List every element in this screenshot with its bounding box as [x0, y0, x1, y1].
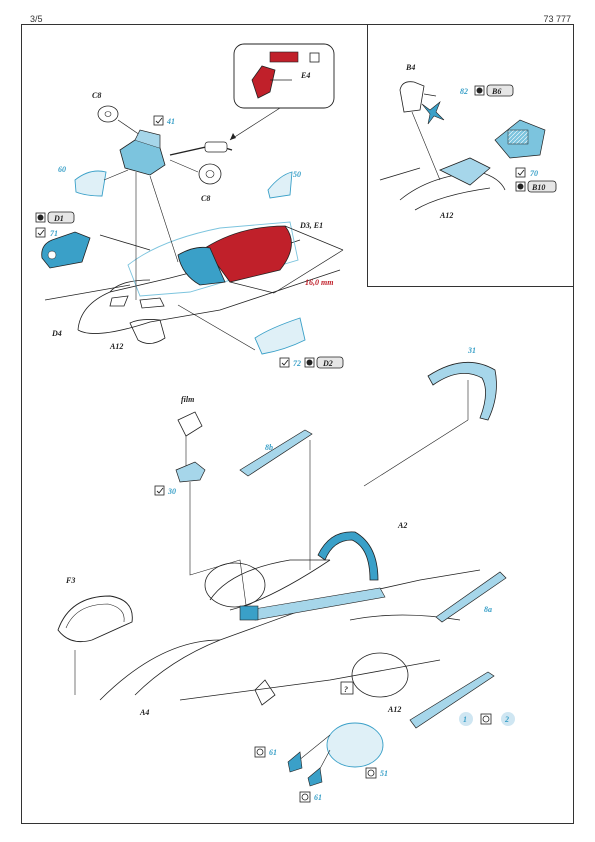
part-82 — [421, 101, 445, 125]
check-icon — [279, 357, 290, 368]
washer-c8-top — [97, 105, 119, 123]
instruction-frame — [21, 24, 574, 824]
label-2: 2 — [504, 715, 509, 724]
side-panel-part — [409, 671, 495, 729]
label-71: 71 — [50, 229, 58, 238]
part-8b — [239, 429, 313, 477]
label-b4: B4 — [405, 63, 415, 72]
blue-panel — [239, 605, 259, 621]
dimension-line — [229, 225, 344, 294]
canopy-frame-outline — [127, 221, 299, 297]
dimension-label: 16,0 mm — [305, 278, 333, 287]
label-a2: A2 — [397, 521, 407, 530]
product-code: 73 777 — [543, 14, 571, 24]
label-30: 30 — [167, 487, 176, 496]
check-icon — [154, 485, 165, 496]
label-d1: D1 — [53, 214, 64, 223]
film-part — [177, 411, 203, 437]
label-8a: 8a — [484, 605, 492, 614]
label-a12-inset: A12 — [439, 211, 453, 220]
label-d3-e1: D3, E1 — [299, 221, 323, 230]
label-d2: D2 — [322, 359, 333, 368]
label-a4: A4 — [139, 708, 149, 717]
part-50 — [267, 171, 293, 199]
label-b6: B6 — [491, 87, 501, 96]
label-61-lower: 61 — [314, 793, 322, 802]
washer-c8-lower — [198, 163, 222, 185]
part-31 — [427, 361, 497, 421]
label-c8-lower: C8 — [201, 194, 210, 203]
cement-icon — [515, 181, 526, 192]
label-b10: B10 — [531, 183, 545, 192]
label-60: 60 — [58, 165, 66, 174]
part-8-strip — [247, 587, 386, 621]
blue-fairing-part — [177, 246, 226, 286]
part-72 — [254, 317, 306, 355]
part-61-upper — [287, 751, 303, 773]
forward-fuselage — [44, 234, 341, 344]
blue-hoop — [317, 531, 379, 581]
label-1: 1 — [463, 715, 467, 724]
label-film: film — [181, 395, 194, 404]
paint-icon — [365, 767, 377, 779]
label-82: 82 — [460, 87, 468, 96]
part-71 — [41, 231, 91, 269]
inset-detail-frame — [367, 24, 574, 287]
label-41: 41 — [166, 117, 175, 126]
check-icon — [35, 227, 46, 238]
part-30 — [175, 461, 206, 483]
label-a12-left: A12 — [109, 342, 123, 351]
label-c8-top: C8 — [92, 91, 101, 100]
check-icon — [515, 167, 526, 178]
label-31: 31 — [467, 346, 476, 355]
label-8b: 8b — [265, 443, 273, 452]
cement-icon — [35, 212, 46, 223]
part-60 — [74, 170, 107, 197]
question-icon — [340, 681, 354, 695]
part-b4 — [399, 81, 425, 113]
cement-icon — [304, 357, 315, 368]
inset-fuselage — [379, 157, 506, 211]
label-f3: F3 — [65, 576, 75, 585]
label-72: 72 — [293, 359, 301, 368]
label-e4: E4 — [300, 71, 310, 80]
part-51 — [326, 722, 384, 768]
main-fuselage — [99, 559, 481, 706]
part-f3 — [57, 595, 133, 643]
label-51: 51 — [380, 769, 388, 778]
part-8a — [435, 571, 507, 623]
check-icon — [153, 115, 164, 126]
label-50: 50 — [293, 170, 301, 179]
label-d4: D4 — [51, 329, 62, 338]
part-61-lower — [307, 767, 323, 787]
paint-icon — [254, 746, 266, 758]
page-number: 3/5 — [30, 14, 43, 24]
cement-icon — [474, 85, 485, 96]
paint-icon — [299, 791, 311, 803]
label-70: 70 — [530, 169, 538, 178]
label-question: ? — [344, 685, 348, 694]
paint-icon — [480, 713, 492, 725]
label-a12-bottom: A12 — [387, 705, 401, 714]
label-61-upper: 61 — [269, 748, 277, 757]
e4-detail-box: E4 — [233, 43, 335, 109]
